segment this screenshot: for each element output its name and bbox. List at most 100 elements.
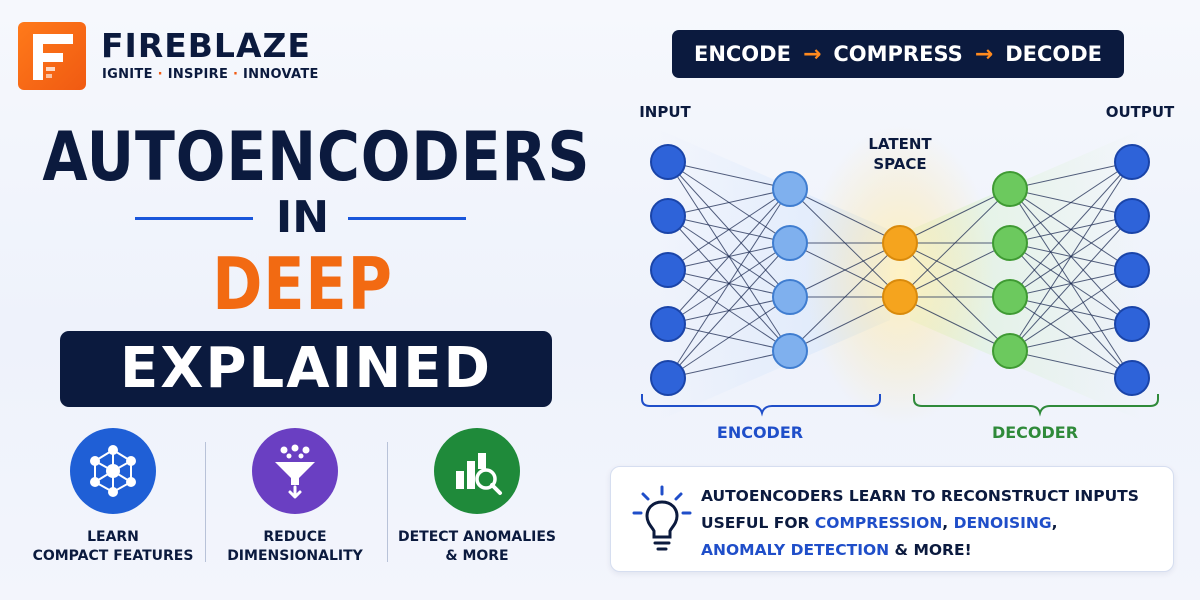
feature-label-line: DIMENSIONALITY — [227, 548, 363, 564]
feature-label: LEARN COMPACT FEATURES — [23, 528, 203, 566]
input-neuron — [650, 360, 686, 396]
network-svg — [641, 125, 1159, 425]
highlight-denoising: DENOISING — [953, 514, 1052, 532]
network-icon — [70, 428, 156, 514]
feature-divider — [387, 442, 388, 562]
input-label: INPUT — [639, 103, 691, 121]
connection-line — [1009, 215, 1133, 352]
connection-line — [899, 296, 1011, 352]
highlight-compression: COMPRESSION — [814, 514, 943, 532]
connection-line — [1009, 269, 1133, 352]
connection-line — [667, 296, 791, 379]
input-neuron — [650, 144, 686, 180]
encoder-label: ENCODER — [716, 423, 804, 442]
decoder-brace — [913, 394, 1159, 417]
latent-glow — [805, 125, 995, 425]
input-neuron — [650, 306, 686, 342]
latent-label-line: SPACE — [873, 155, 927, 173]
highlight-anomaly-detection: ANOMALY DETECTION — [701, 541, 890, 559]
connection-line — [789, 296, 901, 352]
feature-label-line: & MORE — [445, 548, 509, 564]
decoder-label: DECODER — [991, 423, 1079, 442]
input-neuron — [650, 198, 686, 234]
connection-line — [667, 188, 791, 217]
encoder-neuron — [772, 171, 808, 207]
connection-line — [667, 161, 791, 190]
connection-line — [667, 188, 791, 271]
decoder-neuron — [992, 333, 1028, 369]
funnel-icon — [252, 428, 338, 514]
encoder-neuron — [772, 279, 808, 315]
latent-space-label: LATENT SPACE — [850, 134, 950, 174]
input-neuron — [650, 252, 686, 288]
connection-line — [667, 188, 791, 379]
connection-line — [667, 188, 791, 325]
feature-label-line: LEARN — [87, 529, 139, 545]
brand-tagline: IGNITE · INSPIRE · INNOVATE — [102, 67, 319, 82]
connection-line — [789, 242, 901, 298]
encoder-brace — [641, 394, 881, 417]
process-banner: ENCODE → COMPRESS → DECODE — [672, 30, 1124, 78]
encoder-neuron — [772, 225, 808, 261]
info-line-1: AUTOENCODERS LEARN TO RECONSTRUCT INPUTS — [701, 487, 1139, 505]
connections — [667, 161, 1133, 379]
output-neuron — [1114, 144, 1150, 180]
fire-logo-icon — [33, 34, 73, 80]
output-neuron — [1114, 198, 1150, 234]
step-compress: COMPRESS — [833, 42, 963, 66]
connection-line — [789, 188, 901, 244]
brand-logo — [18, 22, 86, 90]
latent-neuron — [882, 225, 918, 261]
step-decode: DECODE — [1005, 42, 1103, 66]
latent-label-line: LATENT — [868, 135, 932, 153]
decoder-neuron — [992, 171, 1028, 207]
output-neuron — [1114, 306, 1150, 342]
output-neuron — [1114, 360, 1150, 396]
feature-reduce-dimensionality: REDUCE DIMENSIONALITY — [205, 428, 385, 566]
decoder-glow — [910, 130, 1140, 420]
neurons — [650, 144, 1150, 396]
feature-label: DETECT ANOMALIES & MORE — [387, 528, 567, 566]
encoder-glow — [660, 130, 890, 420]
connection-line — [1009, 350, 1133, 379]
latent-neuron — [882, 279, 918, 315]
chart-magnifier-icon — [434, 428, 520, 514]
title-divider-left — [135, 217, 253, 220]
title-in: IN — [275, 192, 330, 243]
feature-divider — [205, 442, 206, 562]
feature-detect-anomalies: DETECT ANOMALIES & MORE — [387, 428, 567, 566]
lightbulb-icon — [632, 485, 692, 551]
feature-label-line: DETECT ANOMALIES — [398, 529, 556, 545]
tagline-word: INNOVATE — [243, 67, 319, 82]
connection-line — [667, 242, 791, 379]
info-line-3: ANOMALY DETECTION & MORE! — [701, 537, 1161, 564]
connection-line — [899, 188, 1011, 298]
arrow-right-icon: → — [802, 41, 822, 67]
connection-line — [899, 188, 1011, 244]
decoder-neuron — [992, 225, 1028, 261]
connection-line — [1009, 161, 1133, 352]
arrow-right-icon: → — [974, 41, 994, 67]
tagline-separator: · — [232, 67, 239, 82]
title-divider-right — [348, 217, 466, 220]
connection-line — [667, 350, 791, 379]
connection-line — [1009, 161, 1133, 190]
tagline-word: IGNITE — [102, 67, 153, 82]
feature-label: REDUCE DIMENSIONALITY — [205, 528, 385, 566]
info-text: AUTOENCODERS LEARN TO RECONSTRUCT INPUTS… — [701, 483, 1161, 564]
tagline-separator: · — [157, 67, 163, 82]
info-text-span: , — [1051, 514, 1058, 532]
title-autoencoders: AUTOENCODERS — [42, 118, 591, 197]
feature-label-line: COMPACT FEATURES — [32, 548, 194, 564]
connection-line — [1009, 323, 1133, 352]
connection-line — [899, 242, 1011, 298]
output-label: OUTPUT — [1105, 103, 1175, 121]
encoder-neuron — [772, 333, 808, 369]
autoencoder-diagram: INPUT OUTPUT LATENT SPACE ENCODER DECODE… — [600, 90, 1200, 460]
decoder-neuron — [992, 279, 1028, 315]
connection-line — [789, 242, 901, 352]
info-text-span: USEFUL FOR — [701, 514, 815, 532]
tagline-word: INSPIRE — [167, 67, 229, 82]
info-line-2: USEFUL FOR COMPRESSION, DENOISING, — [701, 510, 1161, 537]
feature-label-line: REDUCE — [263, 529, 327, 545]
